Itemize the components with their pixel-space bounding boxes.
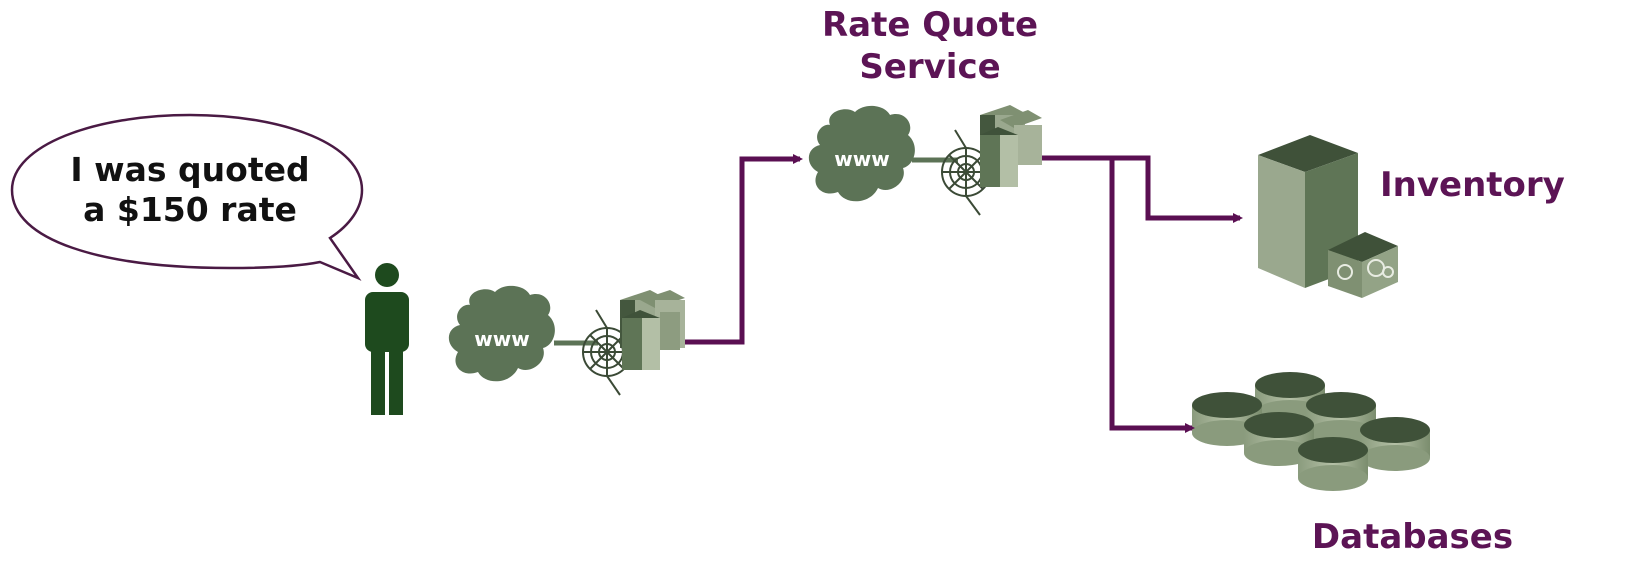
speech-bubble [10, 113, 364, 281]
speech-bubble-text: I was quoted a $150 rate [55, 150, 325, 230]
databases-label: Databases [1311, 517, 1514, 557]
database-cylinder-icon [1360, 417, 1430, 471]
rate-quote-line1: Rate Quote [821, 5, 1039, 45]
speech-bubble-line1: I was quoted [70, 150, 310, 189]
arrow-service-to-inventory [1042, 155, 1243, 223]
client-cloud-label: www [474, 327, 529, 351]
service-server-cluster-icon [980, 105, 1042, 187]
databases-icon [1192, 372, 1430, 491]
rate-quote-service-label: Rate Quote Service [800, 4, 1060, 88]
arrow-client-to-service [685, 154, 803, 345]
inventory-gear-box-icon [1328, 232, 1398, 298]
arrow-service-to-databases [1109, 158, 1195, 433]
speech-bubble-line2: a $150 rate [83, 190, 297, 229]
database-cylinder-icon [1244, 412, 1314, 466]
database-cylinder-icon [1192, 392, 1262, 446]
service-web-cloud-icon [808, 105, 915, 202]
person-icon [365, 263, 409, 415]
client-server-cluster-icon [620, 290, 685, 370]
service-cloud-label: www [834, 147, 889, 171]
inventory-label: Inventory [1380, 165, 1565, 205]
database-cylinder-icon [1306, 392, 1376, 446]
database-cylinder-icon [1298, 437, 1368, 491]
rate-quote-line2: Service [859, 47, 1001, 87]
client-web-cloud-icon [448, 285, 555, 382]
